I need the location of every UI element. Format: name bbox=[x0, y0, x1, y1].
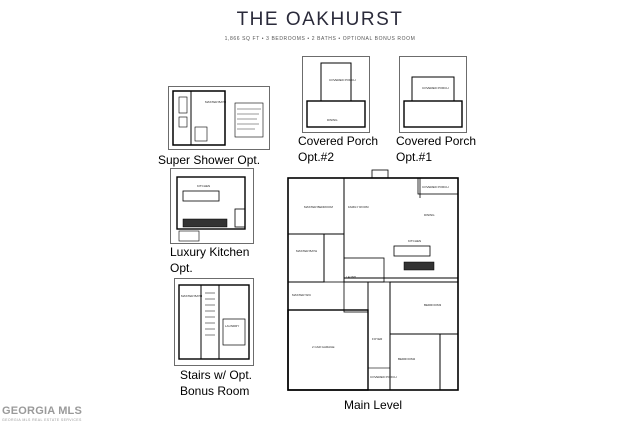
foyer-label: FOYER bbox=[372, 337, 383, 341]
covered-porch-opt2-caption-line1: Covered Porch bbox=[298, 134, 379, 148]
thumb-laundry-label: LAUNDRY bbox=[225, 324, 239, 328]
covered-porch-opt1-caption: Covered Porch Opt.#1 bbox=[396, 133, 476, 165]
master-bath-label: MASTER BATH bbox=[296, 249, 317, 253]
front-porch-label: COVERED PORCH bbox=[370, 375, 397, 379]
thumb-covered-porch-label: COVERED PORCH bbox=[329, 78, 356, 82]
thumb-master-bath-label-2: MASTER BATH bbox=[181, 294, 202, 298]
watermark-logo: GEORGIA MLS bbox=[2, 405, 83, 417]
thumb-kitchen-label: KITCHEN bbox=[197, 184, 210, 188]
stairs-bonus-caption-line1: Stairs w/ Opt. bbox=[180, 368, 253, 382]
stairs-bonus-caption: Stairs w/ Opt. Bonus Room bbox=[180, 367, 252, 399]
master-bedroom-label: MASTER BEDROOM bbox=[304, 205, 333, 209]
covered-porch-opt2-plan: COVERED PORCH DINING bbox=[302, 56, 370, 133]
covered-porch-label: COVERED PORCH bbox=[422, 185, 449, 189]
covered-porch-opt1-caption-line1: Covered Porch bbox=[396, 134, 477, 148]
family-room-label: FAMILY ROOM bbox=[348, 205, 369, 209]
watermark-subtext: GEORGIA MLS REAL ESTATE SERVICES bbox=[2, 418, 82, 422]
covered-porch-opt1-plan: COVERED PORCH bbox=[399, 56, 467, 133]
super-shower-caption: Super Shower Opt. bbox=[158, 153, 261, 167]
thumb-covered-porch-label-2: COVERED PORCH bbox=[422, 86, 449, 90]
main-level-caption: Main Level bbox=[344, 398, 403, 412]
bedroom2-label: BEDROOM2 bbox=[398, 357, 416, 361]
covered-porch-opt1-caption-line2: Opt.#1 bbox=[396, 150, 433, 164]
stairs-bonus-plan: MASTER BATH LAUNDRY bbox=[174, 278, 254, 366]
page-title: THE OAKHURST bbox=[236, 9, 404, 30]
laund-label: LAUND. bbox=[346, 275, 357, 279]
bedroom3-label: BEDROOM3 bbox=[424, 303, 442, 307]
covered-porch-opt2-caption: Covered Porch Opt.#2 bbox=[298, 133, 378, 165]
garage-label: 2 CAR GARAGE bbox=[312, 345, 335, 349]
thumb-master-bath-label: MASTER BATH bbox=[205, 100, 226, 104]
page-subtitle: 1,866 SQ FT • 3 BEDROOMS • 2 BATHS • OPT… bbox=[224, 36, 416, 42]
thumb-dining-label: DINING bbox=[327, 118, 338, 122]
main-level-plan: MASTER BEDROOM FAMILY ROOM COVERED PORCH… bbox=[284, 168, 462, 392]
dining-label: DINING bbox=[424, 213, 435, 217]
luxury-kitchen-caption-line2: Opt. bbox=[170, 261, 193, 275]
stairs-bonus-caption-line2: Bonus Room bbox=[180, 384, 250, 398]
master-wic-label: MASTER W/C bbox=[292, 293, 312, 297]
covered-porch-opt2-caption-line2: Opt.#2 bbox=[298, 150, 335, 164]
luxury-kitchen-caption: Luxury Kitchen Opt. bbox=[170, 244, 249, 276]
kitchen-label: KITCHEN bbox=[408, 239, 421, 243]
luxury-kitchen-caption-line1: Luxury Kitchen bbox=[170, 245, 250, 259]
super-shower-plan: MASTER BATH bbox=[168, 86, 270, 150]
luxury-kitchen-plan: KITCHEN bbox=[170, 168, 254, 244]
